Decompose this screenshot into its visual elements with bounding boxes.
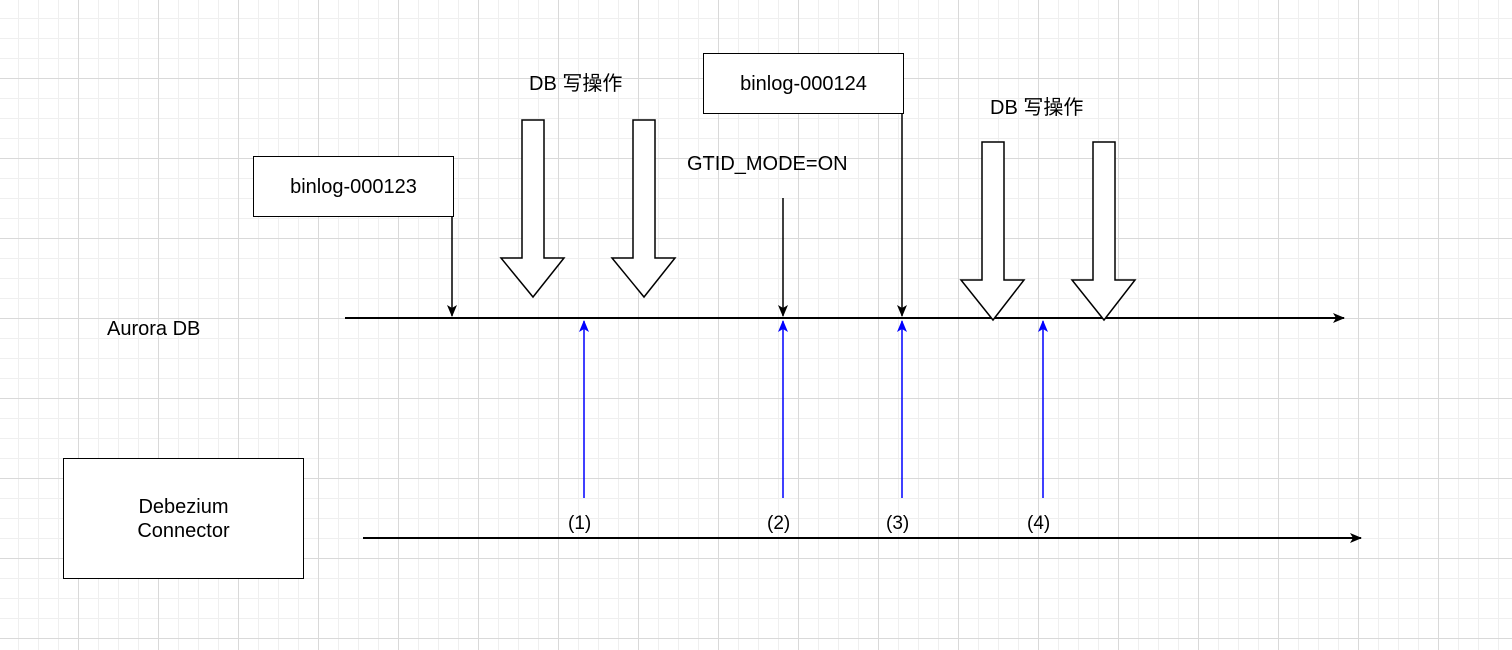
binlog-000124-box: binlog-000124 xyxy=(703,53,904,114)
checkpoint-2-label: (2) xyxy=(767,513,791,534)
checkpoint-4-label: (4) xyxy=(1027,513,1051,534)
write-op-arrow xyxy=(1070,141,1137,322)
write-operations-label: DB 写操作 xyxy=(990,97,1084,119)
binlog-000124-label: binlog-000124 xyxy=(740,72,867,95)
write-operations-label: DB 写操作 xyxy=(529,73,623,95)
write-op-arrow xyxy=(610,119,677,299)
checkpoint-1-label: (1) xyxy=(568,513,592,534)
debezium-connector-label: Debezium Connector xyxy=(137,495,230,542)
write-op-arrow xyxy=(499,119,566,299)
write-op-arrow xyxy=(959,141,1026,322)
binlog-000123-box: binlog-000123 xyxy=(253,156,454,217)
debezium-connector-box: Debezium Connector xyxy=(63,458,304,579)
aurora-db-label: Aurora DB xyxy=(107,318,201,340)
gtid-mode-label: GTID_MODE=ON xyxy=(687,153,848,175)
binlog-000123-label: binlog-000123 xyxy=(290,175,417,198)
checkpoint-3-label: (3) xyxy=(886,513,910,534)
